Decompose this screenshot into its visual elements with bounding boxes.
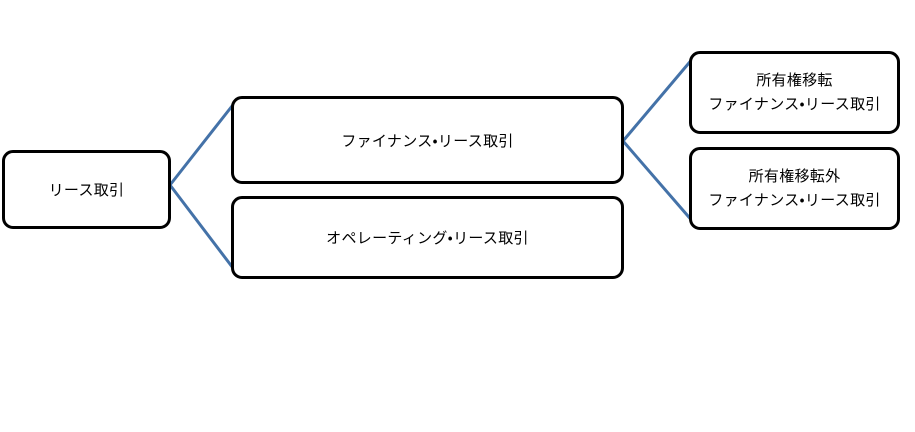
node-non-ownership-transfer-finance-lease-label-line1: 所有権移転外 [748,168,841,186]
node-lease-transaction-label: リース取引 [48,182,125,199]
edge-finance-to-transfer [621,55,696,143]
node-finance-lease[interactable]: ファイナンス・リース取引 [231,96,624,184]
node-ownership-transfer-finance-lease[interactable]: 所有権移転 ファイナンス・リース取引 [689,51,900,134]
node-operating-lease-label: オペレーティング・リース取引 [326,230,529,247]
node-finance-lease-label: ファイナンス・リース取引 [341,132,514,150]
edge-root-to-finance [168,99,238,187]
edge-root-to-operating [168,183,238,274]
node-non-ownership-transfer-finance-lease[interactable]: 所有権移転外 ファイナンス・リース取引 [689,147,900,230]
edge-finance-to-nontransfer [621,139,696,225]
node-lease-transaction[interactable]: リース取引 [2,150,171,229]
node-non-ownership-transfer-finance-lease-label-line2: ファイナンス・リース取引 [708,191,881,209]
node-operating-lease[interactable]: オペレーティング・リース取引 [231,196,624,279]
node-ownership-transfer-finance-lease-label-line2: ファイナンス・リース取引 [708,95,881,113]
node-ownership-transfer-finance-lease-label-line1: 所有権移転 [756,72,833,90]
